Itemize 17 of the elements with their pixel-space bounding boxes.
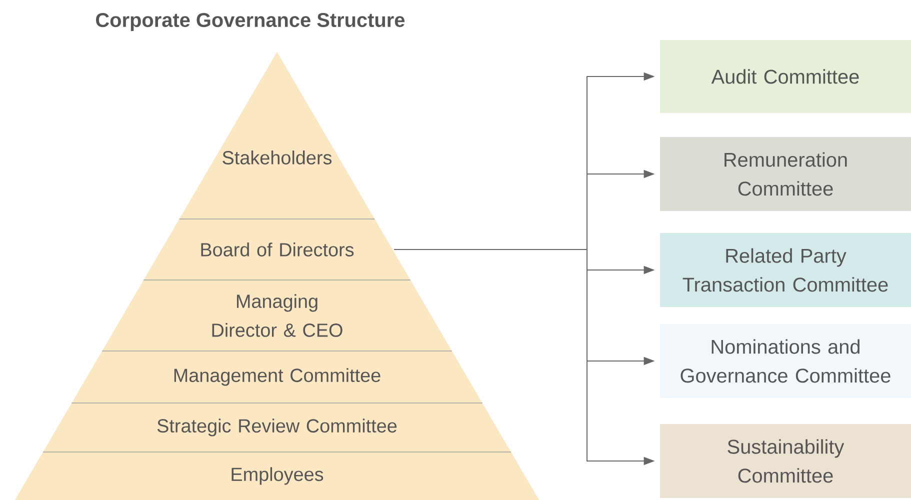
pyramid-level: Board of Directors: [144, 219, 410, 280]
pyramid-level: Strategic Review Committee: [43, 403, 511, 452]
committee-box: Sustainability Committee: [660, 424, 911, 498]
node-label: Management Committee: [174, 368, 380, 386]
title: Corporate Governance Structure: [96, 12, 405, 32]
committee-box: Related Party Transaction Committee: [660, 233, 911, 307]
node-label: Managing Director & CEO: [212, 294, 342, 337]
node-label: Stakeholders: [222, 150, 332, 164]
pyramid-level: Management Committee: [72, 351, 482, 403]
pyramid-level: Employees: [14, 452, 540, 500]
node-label: Employees: [232, 467, 324, 485]
committee-box: Remuneration Committee: [660, 137, 911, 211]
pyramid-level: Managing Director & CEO: [102, 280, 452, 351]
node-label: Board of Directors: [201, 242, 354, 256]
committee-box: Audit Committee: [660, 40, 911, 113]
node-label: Strategic Review Committee: [157, 418, 397, 436]
committee-box: Nominations and Governance Committee: [660, 324, 911, 398]
